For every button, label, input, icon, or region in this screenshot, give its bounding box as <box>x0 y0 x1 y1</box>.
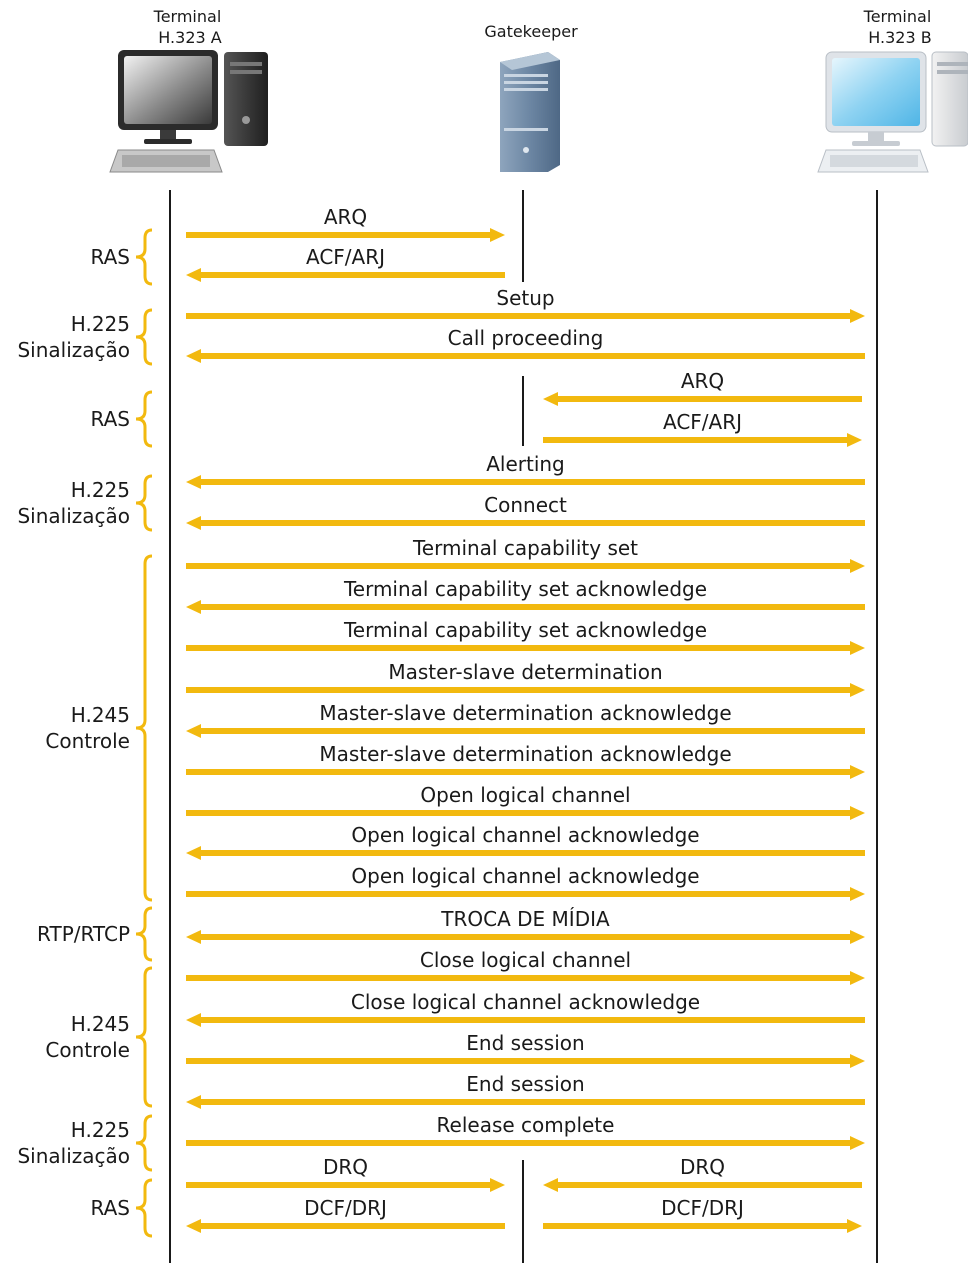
message-arrow: Terminal capability set <box>186 536 865 573</box>
message-label: Close logical channel acknowledge <box>351 990 700 1014</box>
message-label: Close logical channel <box>420 948 631 972</box>
lifelines <box>169 190 878 1263</box>
gatekeeper: Gatekeeper <box>484 22 578 172</box>
message-label: DCF/DRJ <box>661 1196 744 1220</box>
group-label: RAS <box>91 1196 130 1220</box>
message-arrow: Release complete <box>186 1113 865 1150</box>
message-label: ARQ <box>324 205 367 229</box>
message-label: Terminal capability set <box>412 536 638 560</box>
curly-brace <box>135 906 153 962</box>
message-arrow: End session <box>186 1031 865 1068</box>
group-label: RTP/RTCP <box>37 922 130 946</box>
message-arrow: Close logical channel acknowledge <box>186 990 865 1027</box>
message-label: Open logical channel acknowledge <box>351 864 699 888</box>
protocol-group: RAS <box>91 390 153 448</box>
message-arrow: Open logical channel acknowledge <box>186 823 865 860</box>
message-arrow: ACF/ARJ <box>186 245 505 282</box>
message-label: End session <box>466 1072 584 1096</box>
message-arrow: Alerting <box>186 452 865 489</box>
message-label: DRQ <box>323 1155 368 1179</box>
message-label: ARQ <box>681 369 724 393</box>
message-label: Master-slave determination acknowledge <box>319 742 731 766</box>
curly-brace <box>135 966 153 1108</box>
message-arrow: Close logical channel <box>186 948 865 985</box>
message-arrow: End session <box>186 1072 865 1109</box>
message-label: Connect <box>484 493 567 517</box>
group-label: RAS <box>91 245 130 269</box>
message-arrow: Master-slave determination <box>186 660 865 697</box>
terminal-a: Terminal H.323 A <box>109 7 268 173</box>
message-label: Terminal capability set acknowledge <box>343 618 707 642</box>
message-arrow: DCF/DRJ <box>543 1196 862 1233</box>
message-label: DCF/DRJ <box>304 1196 387 1220</box>
message-arrow: ACF/ARJ <box>543 410 862 447</box>
message-label: Terminal capability set acknowledge <box>343 577 707 601</box>
message-arrow: Terminal capability set acknowledge <box>186 577 865 614</box>
message-label: Master-slave determination <box>388 660 662 684</box>
message-label: DRQ <box>680 1155 725 1179</box>
message-label: Setup <box>496 286 554 310</box>
server-tower-icon <box>500 52 560 172</box>
message-arrow: ARQ <box>186 205 505 242</box>
message-arrow: DRQ <box>186 1155 505 1192</box>
curly-brace <box>135 1114 153 1172</box>
message-arrow: Setup <box>186 286 865 323</box>
group-label: RAS <box>91 407 130 431</box>
curly-brace <box>135 308 153 366</box>
message-arrow: Call proceeding <box>186 326 865 363</box>
curly-brace <box>135 1178 153 1238</box>
protocol-group: RAS <box>91 228 153 286</box>
message-arrow: TROCA DE MÍDIA <box>186 907 865 944</box>
message-label: Alerting <box>486 452 565 476</box>
dark-computer-icon <box>109 50 268 173</box>
message-label: Open logical channel <box>420 783 630 807</box>
curly-brace <box>135 554 153 902</box>
message-label: End session <box>466 1031 584 1055</box>
message-label: ACF/ARJ <box>663 410 742 434</box>
message-arrow: Master-slave determination acknowledge <box>186 701 865 738</box>
message-arrow: Terminal capability set acknowledge <box>186 618 865 655</box>
message-label: Call proceeding <box>448 326 604 350</box>
protocol-group: RTP/RTCP <box>37 906 153 962</box>
message-arrow: Open logical channel <box>186 783 865 820</box>
message-label: TROCA DE MÍDIA <box>440 907 610 931</box>
message-label: Open logical channel acknowledge <box>351 823 699 847</box>
terminal-b-label: Terminal H.323 B <box>863 7 937 47</box>
message-arrow: Open logical channel acknowledge <box>186 864 865 901</box>
message-label: Master-slave determination acknowledge <box>319 701 731 725</box>
message-arrow: DRQ <box>543 1155 862 1192</box>
message-label: Release complete <box>437 1113 615 1137</box>
gatekeeper-label: Gatekeeper <box>484 22 578 41</box>
light-computer-icon <box>817 51 968 173</box>
message-label: ACF/ARJ <box>306 245 385 269</box>
message-arrow: DCF/DRJ <box>186 1196 505 1233</box>
terminal-b: Terminal H.323 B <box>817 7 968 173</box>
message-arrow: Connect <box>186 493 865 530</box>
curly-brace <box>135 228 153 286</box>
terminal-a-label: Terminal H.323 A <box>153 7 227 47</box>
curly-brace <box>135 390 153 448</box>
curly-brace <box>135 474 153 532</box>
message-arrow: ARQ <box>543 369 862 406</box>
protocol-group: RAS <box>91 1178 153 1238</box>
message-arrow: Master-slave determination acknowledge <box>186 742 865 779</box>
